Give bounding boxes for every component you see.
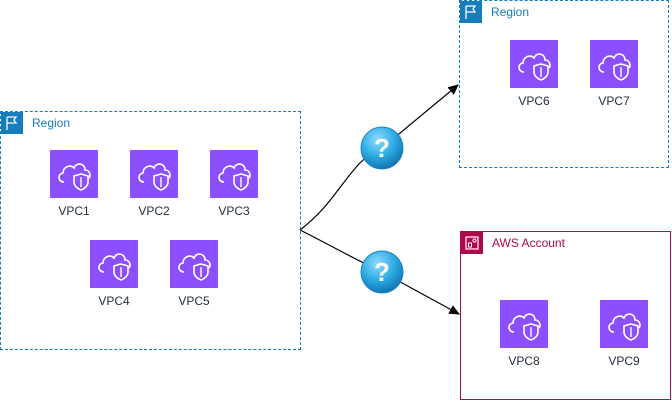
- vpc-icon: [600, 300, 648, 348]
- region-flag-icon: [460, 1, 482, 23]
- question-mark: ?: [374, 257, 390, 287]
- region-west-group: Region: [0, 111, 301, 350]
- vpc-label: VPC5: [178, 294, 210, 308]
- vpc-icon: [500, 300, 548, 348]
- vpc-icon: [170, 240, 218, 288]
- vpc-label: VPC4: [98, 294, 130, 308]
- vpc-label: VPC9: [608, 354, 640, 368]
- question-mark: ?: [374, 133, 390, 163]
- aws-account-label: AWS Account: [492, 236, 565, 250]
- vpc-label: VPC1: [58, 204, 90, 218]
- aws-account-icon: [461, 232, 483, 254]
- vpc-node[interactable]: VPC7: [574, 40, 654, 108]
- vpc-icon: [130, 150, 178, 198]
- vpc-icon: [590, 40, 638, 88]
- vpc-icon: [90, 240, 138, 288]
- vpc-label: VPC2: [138, 204, 170, 218]
- region-flag-icon: [1, 112, 23, 134]
- vpc-node[interactable]: VPC1: [34, 150, 114, 218]
- vpc-label: VPC6: [518, 94, 550, 108]
- vpc-node[interactable]: VPC9: [584, 300, 664, 368]
- region-east-group: Region: [459, 0, 669, 168]
- vpc-icon: [50, 150, 98, 198]
- vpc-node[interactable]: VPC8: [484, 300, 564, 368]
- vpc-node[interactable]: VPC5: [154, 240, 234, 308]
- vpc-node[interactable]: VPC4: [74, 240, 154, 308]
- vpc-node[interactable]: VPC2: [114, 150, 194, 218]
- question-bubble-top: ?: [360, 126, 404, 170]
- vpc-label: VPC3: [218, 204, 250, 218]
- vpc-node[interactable]: VPC6: [494, 40, 574, 108]
- aws-account-group: AWS Account: [460, 231, 671, 400]
- question-bubble-bottom: ?: [360, 250, 404, 294]
- region-label: Region: [32, 116, 71, 130]
- vpc-icon: [510, 40, 558, 88]
- vpc-label: VPC8: [508, 354, 540, 368]
- vpc-icon: [210, 150, 258, 198]
- vpc-label: VPC7: [598, 94, 630, 108]
- region-label: Region: [491, 5, 530, 19]
- vpc-node[interactable]: VPC3: [194, 150, 274, 218]
